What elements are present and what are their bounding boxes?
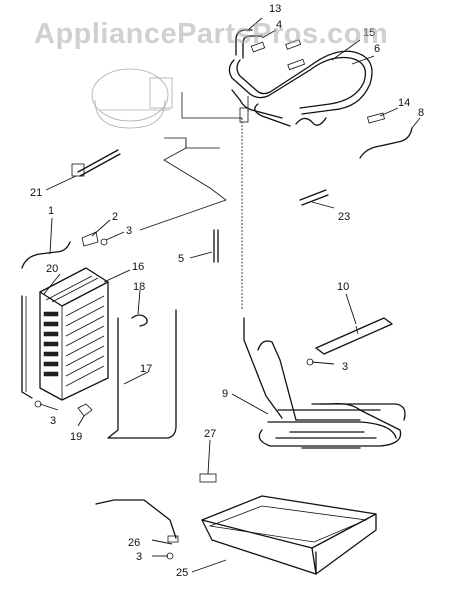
part-16-evaporator bbox=[21, 267, 109, 401]
callout-26: 26 bbox=[128, 537, 140, 549]
part-14-pin bbox=[367, 112, 385, 124]
callout-19: 19 bbox=[70, 431, 82, 443]
part-26-probe bbox=[95, 499, 179, 543]
callout-9: 9 bbox=[222, 388, 228, 400]
compressor-ghost bbox=[91, 68, 173, 129]
callout-3-evap: 3 bbox=[126, 225, 132, 237]
callout-18: 18 bbox=[133, 281, 145, 293]
part-25-drain-pan bbox=[201, 495, 377, 575]
suction-line bbox=[181, 92, 243, 310]
part-17-heater bbox=[107, 309, 177, 439]
part-18-clip bbox=[131, 314, 148, 327]
callout-3-bottom: 3 bbox=[136, 551, 142, 563]
part-23-clip bbox=[299, 189, 329, 206]
callout-14: 14 bbox=[398, 97, 410, 109]
callout-15: 15 bbox=[363, 27, 375, 39]
part-9-defrost-heater bbox=[243, 317, 406, 449]
leader-lines bbox=[39, 17, 421, 573]
callout-8: 8 bbox=[418, 107, 424, 119]
part-1-harness bbox=[21, 241, 71, 269]
callout-25: 25 bbox=[176, 567, 188, 579]
callout-5: 5 bbox=[178, 253, 184, 265]
callout-3-left: 3 bbox=[50, 415, 56, 427]
callout-21: 21 bbox=[30, 187, 42, 199]
callout-13: 13 bbox=[269, 3, 281, 15]
callout-23: 23 bbox=[338, 211, 350, 223]
wiring-harness bbox=[139, 137, 227, 231]
part-10-bracket bbox=[315, 317, 393, 355]
screws bbox=[34, 358, 314, 560]
callouts: 13 4 15 6 14 8 21 1 2 3 20 16 18 17 3 19… bbox=[30, 3, 424, 579]
part-19-bracket bbox=[77, 403, 93, 417]
part-21-connector bbox=[71, 149, 121, 177]
callout-27: 27 bbox=[204, 428, 216, 440]
callout-17: 17 bbox=[140, 363, 152, 375]
callout-6: 6 bbox=[374, 43, 380, 55]
refrigerant-tubing bbox=[228, 29, 373, 127]
callout-4: 4 bbox=[276, 19, 282, 31]
callout-2: 2 bbox=[112, 211, 118, 223]
callout-3-bracket: 3 bbox=[342, 361, 348, 373]
part-27-sensor bbox=[199, 473, 217, 483]
callout-10: 10 bbox=[337, 281, 349, 293]
callout-20: 20 bbox=[46, 263, 58, 275]
part-8-wire bbox=[359, 127, 413, 159]
callout-16: 16 bbox=[132, 261, 144, 273]
part-2-fastener bbox=[81, 231, 108, 247]
callout-1: 1 bbox=[48, 205, 54, 217]
